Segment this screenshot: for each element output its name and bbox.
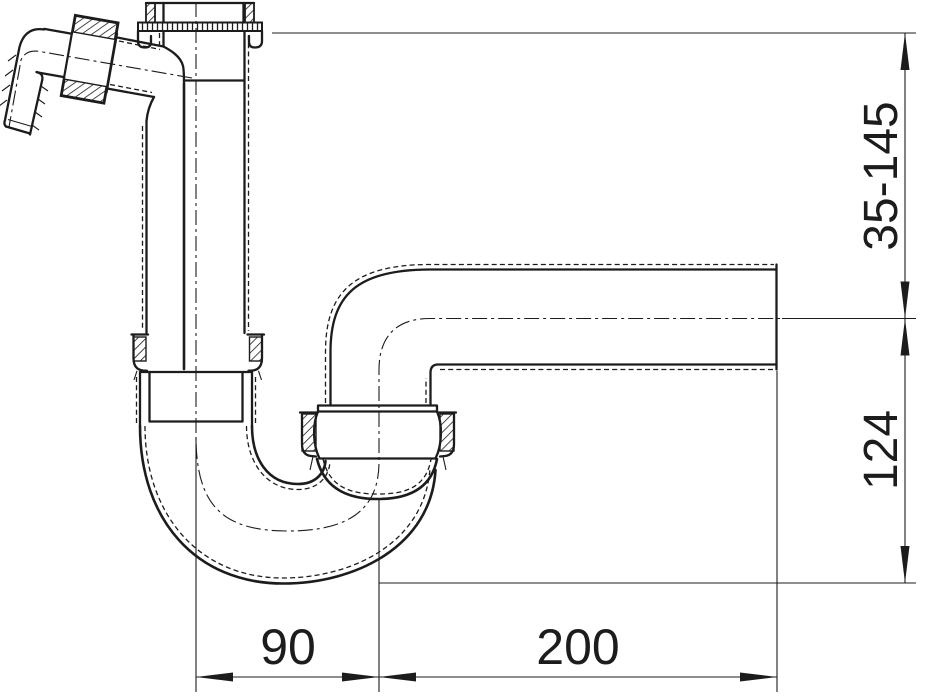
branch-centerline [8,50,193,128]
u-bend [138,424,437,585]
dimension-label-outlet-drop: 124 [855,410,908,490]
hose-barb-elbow [0,27,49,136]
hose-barbs [31,85,49,131]
dimension-label-trap-offset: 90 [260,619,316,675]
lower-union-nut [130,333,266,381]
top-coupling-nut [136,1,264,49]
dimension-arrow [740,672,777,682]
main-centerline [195,2,782,532]
centerlines [8,2,782,532]
nut-flange [137,21,263,32]
vertical-inlet-tube [141,29,250,371]
nut-knurl-band [132,336,147,362]
nut-knurl-band [145,2,156,24]
u-bend-outer-wall [138,424,437,585]
nut-knurl-band [439,413,455,452]
outlet-cup [312,404,443,501]
branch-union-nut [35,13,120,105]
dimension-arrow [196,672,233,682]
pipe-outer-wall [329,268,778,407]
pipe-inner-wall [429,363,778,407]
nut-hook [300,411,318,458]
outlet-elbow-and-pipe [324,263,778,407]
dimension-90: 90 [195,437,777,692]
nut-knurl-band [244,2,255,24]
dimension-35-145: 35-145 [272,32,916,583]
nut-knurl-band [248,336,263,362]
nut-knurl-band [61,78,107,104]
dimension-arrow [900,33,910,70]
nut-knurl-band [72,15,119,41]
dimension-arrow [379,672,416,682]
elbow-inner-edge [28,70,44,136]
nut-hook [247,333,264,372]
dimension-label-adjustable-height: 35-145 [855,101,908,250]
nut-hook [247,29,264,49]
dimension-200: 200 [379,371,778,692]
dimension-label-outlet-reach: 200 [536,619,619,675]
nut-hook [438,411,456,458]
dimension-arrow [900,318,910,356]
dimension-arrow [342,672,379,682]
barb-tip [4,125,32,135]
dimension-arrow [900,546,910,583]
nut-hook [132,333,149,372]
nut-knurl-band [301,413,317,452]
dimension-arrow [900,281,910,319]
elbow-outer-edge [3,27,46,128]
branch-junction-flare [145,95,156,123]
cup-ball-bottom [315,457,439,501]
outlet-union-nut [298,411,458,471]
dimension-124: 124 [379,318,916,584]
branch-junction-flare [162,45,186,86]
hose-barbs [0,54,17,106]
